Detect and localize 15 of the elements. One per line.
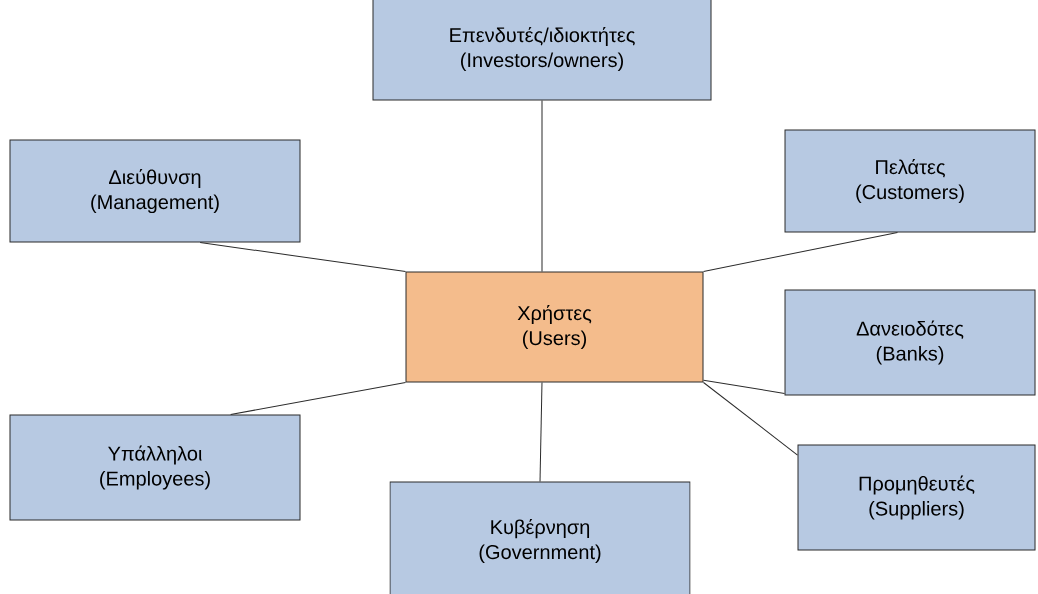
connector-line (703, 379, 785, 394)
stakeholder-box: Κυβέρνηση (Government) (389, 481, 691, 594)
center-box: Χρήστες (Users) (405, 271, 704, 383)
connector-line (541, 100, 543, 272)
connector-line (703, 382, 798, 456)
stakeholder-box: Πελάτες (Customers) (784, 129, 1036, 233)
stakeholder-box: Επενδυτές/ιδιοκτήτες (Investors/owners) (372, 0, 712, 101)
stakeholder-box: Προμηθευτές (Suppliers) (797, 444, 1036, 551)
connector-line (539, 382, 543, 482)
stakeholder-box: Διεύθυνση (Management) (9, 139, 301, 243)
connector-line (199, 242, 406, 272)
connector-line (230, 382, 406, 415)
stakeholder-box: Δανειοδότες (Banks) (784, 289, 1036, 396)
connector-line (703, 232, 898, 272)
stakeholder-box: Υπάλληλοι (Employees) (9, 414, 301, 521)
